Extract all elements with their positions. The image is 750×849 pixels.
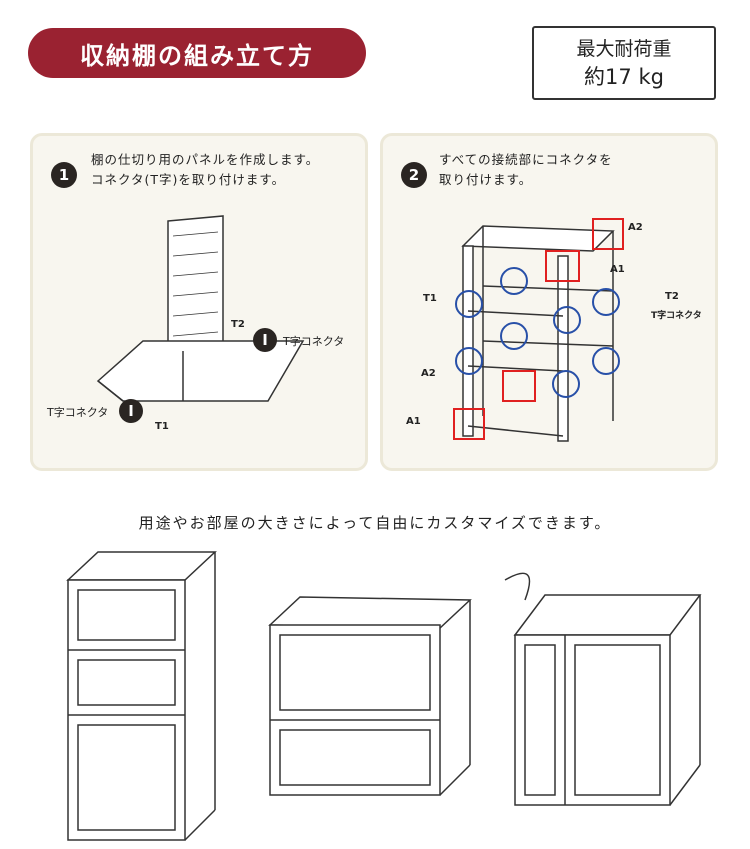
- t-connector-label: T字コネクタ: [651, 311, 702, 321]
- shelf-assembly-illustration: [453, 218, 624, 442]
- t2-label: T2: [231, 319, 245, 330]
- t1-label: T1: [423, 293, 437, 304]
- a2-label: A2: [421, 368, 436, 379]
- t-connector-badge: I: [253, 328, 277, 352]
- wide-two-tier-shelf: [268, 596, 472, 796]
- configuration-examples-illustration: [66, 551, 702, 841]
- step-1-line-1: 棚の仕切り用のパネルを作成します。: [91, 152, 320, 167]
- step-2-text: すべての接続部にコネクタを 取り付けます。: [439, 150, 613, 190]
- step-2-line-2: 取り付けます。: [439, 172, 533, 187]
- step-number: 2: [401, 162, 427, 188]
- a1-label: A1: [406, 416, 421, 427]
- step-1-panel: 1 棚の仕切り用のパネルを作成します。 コネクタ(T字)を取り付けます。 T2 …: [30, 133, 368, 471]
- step-number: 1: [51, 162, 77, 188]
- customize-caption: 用途やお部屋の大きさによって自由にカスタマイズできます。: [138, 514, 612, 532]
- max-load-box: 最大耐荷重 約17 kg: [532, 26, 716, 100]
- t1-label: T1: [155, 421, 169, 432]
- a2-label: A2: [628, 222, 643, 233]
- t-connector-label: T字コネクタ: [47, 406, 109, 419]
- page-title: 収納棚の組み立て方: [28, 28, 366, 78]
- step-1-text: 棚の仕切り用のパネルを作成します。 コネクタ(T字)を取り付けます。: [91, 150, 319, 190]
- max-load-label: 最大耐荷重: [576, 38, 672, 60]
- step-2-line-1: すべての接続部にコネクタを: [439, 152, 613, 167]
- sideways-shelf: [513, 594, 702, 806]
- t2-label: T2: [665, 291, 679, 302]
- max-load-value: 約17 kg: [584, 65, 664, 89]
- three-tier-shelf: [66, 551, 217, 841]
- a1-label: A1: [610, 264, 625, 275]
- step-2-panel: 2 すべての接続部にコネクタを 取り付けます。 A2 A1 T1 T2 T字コネ…: [380, 133, 718, 471]
- t-connector-badge: I: [119, 399, 143, 423]
- step-1-line-2: コネクタ(T字)を取り付けます。: [91, 172, 286, 187]
- t-connector-label: T字コネクタ: [283, 335, 345, 348]
- panel-assembly-illustration: [96, 215, 305, 402]
